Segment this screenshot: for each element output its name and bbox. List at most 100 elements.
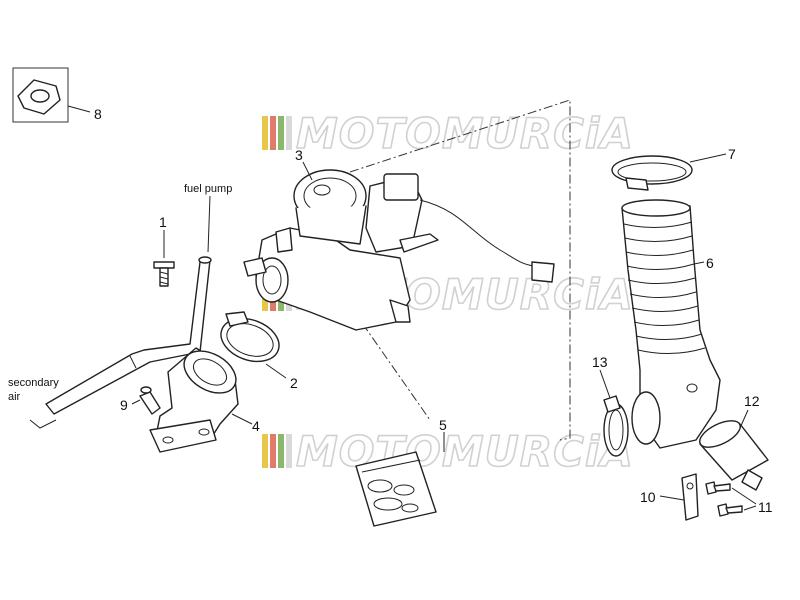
screw-head [153,261,175,269]
leader-12 [739,409,749,429]
manifold-flange [183,350,237,394]
part-8-clip [12,67,69,123]
part-10-bracket [681,473,699,521]
clamp-band-inner [617,162,687,182]
clip-hole [30,89,50,103]
hose-bottom-opening [631,391,661,445]
carburetor-bore [262,265,282,295]
watermark-stripe [286,116,292,150]
hose-port [686,383,698,393]
part-13-clamp [603,395,629,457]
bellows-rib [625,249,694,257]
gasket-ring [393,484,415,496]
watermark-text: MOTOMURCiA [296,109,634,158]
leader-10 [659,495,685,501]
part-7-hose-clamp [611,155,693,191]
secondary-air-label-line2: air [8,391,21,403]
bellows-rib [629,291,697,299]
clamp-screw [225,311,249,327]
secondary-air-label-line1: secondary [8,377,59,389]
callout-9: 9 [120,397,128,413]
callout-2: 2 [290,375,298,391]
leader-secondary-air [29,419,57,429]
bolt-shank [713,483,731,492]
choke-wire [419,199,535,267]
manifold-opening [192,358,228,386]
part-1-screw [153,261,175,287]
callout-12: 12 [744,393,760,409]
pipe-joint [129,355,137,369]
manifold-base-plate [149,419,217,453]
callout-13: 13 [592,354,608,370]
bag-seal [361,459,421,473]
mount-hole [162,436,174,444]
secondary-air-pipe [45,256,212,415]
part-11-bolts [705,481,743,517]
cap-neck [295,205,367,245]
callout-6: 6 [706,255,714,271]
bellows-rib [637,347,706,355]
bellows-rib [624,235,693,243]
bellows-rib [626,263,695,271]
watermark-stripe [262,116,268,150]
part-4-intake-manifold [149,347,239,453]
gasket-ring [401,503,419,513]
clamp-worm-screw [625,177,649,191]
pipe-end [198,256,212,264]
leader-8 [67,105,91,113]
leader-7 [689,153,727,163]
bellows-rib [635,333,703,341]
leader-13 [599,369,611,399]
leader-fuel-pump [207,195,211,253]
gasket-ring [373,497,403,511]
leader-11 [731,487,757,511]
bellows-rib [631,305,699,313]
callout-8: 8 [94,106,102,122]
watermark-text: MOTOMURCiA [296,427,634,476]
watermark-stripe [262,434,268,468]
leader-6 [693,261,705,265]
leader-9 [131,399,141,405]
fitting-washer [140,386,152,394]
bracket-plate [681,473,699,521]
clamp-band [220,317,280,363]
mount-hole [198,428,210,436]
carburetor-screw [275,227,293,253]
part-6-bellows-hose [621,199,721,449]
callout-3: 3 [295,147,303,163]
callout-1: 1 [159,214,167,230]
choke-connector [531,261,555,283]
clamp-inner [226,323,274,357]
callout-4: 4 [252,418,260,434]
leader-4 [231,413,253,425]
small-clamp-screw [603,395,621,413]
gasket-ring [367,479,393,493]
callout-10: 10 [640,489,656,505]
callout-7: 7 [728,146,736,162]
bolt-head [705,481,717,495]
watermark-stripe [278,434,284,468]
watermark-stripe [270,116,276,150]
callout-11: 11 [758,499,773,515]
leader-3 [302,161,313,181]
assembly-centerline-carb-to-hose [349,99,571,441]
watermark-stripe [270,434,276,468]
cap-screw [313,184,331,196]
watermark-stripe [286,434,292,468]
bellows-rib [627,277,696,285]
float-bowl-drain [389,299,411,323]
hose-top-opening [621,199,691,217]
bellows-rib [633,319,700,327]
callout-5: 5 [439,417,447,433]
watermark-stripe [278,116,284,150]
leader-2 [265,363,287,379]
part-3-carburetor [243,169,555,331]
bracket-hole [686,482,694,490]
part-9-fitting [139,386,161,415]
watermark-bottom: MOTOMURCiA [262,426,634,477]
carburetor-pipe-outlet [399,233,439,253]
carburetor-fitting-left [243,257,267,277]
sleeve-opening [699,420,741,448]
part-2-clamp [220,311,280,363]
